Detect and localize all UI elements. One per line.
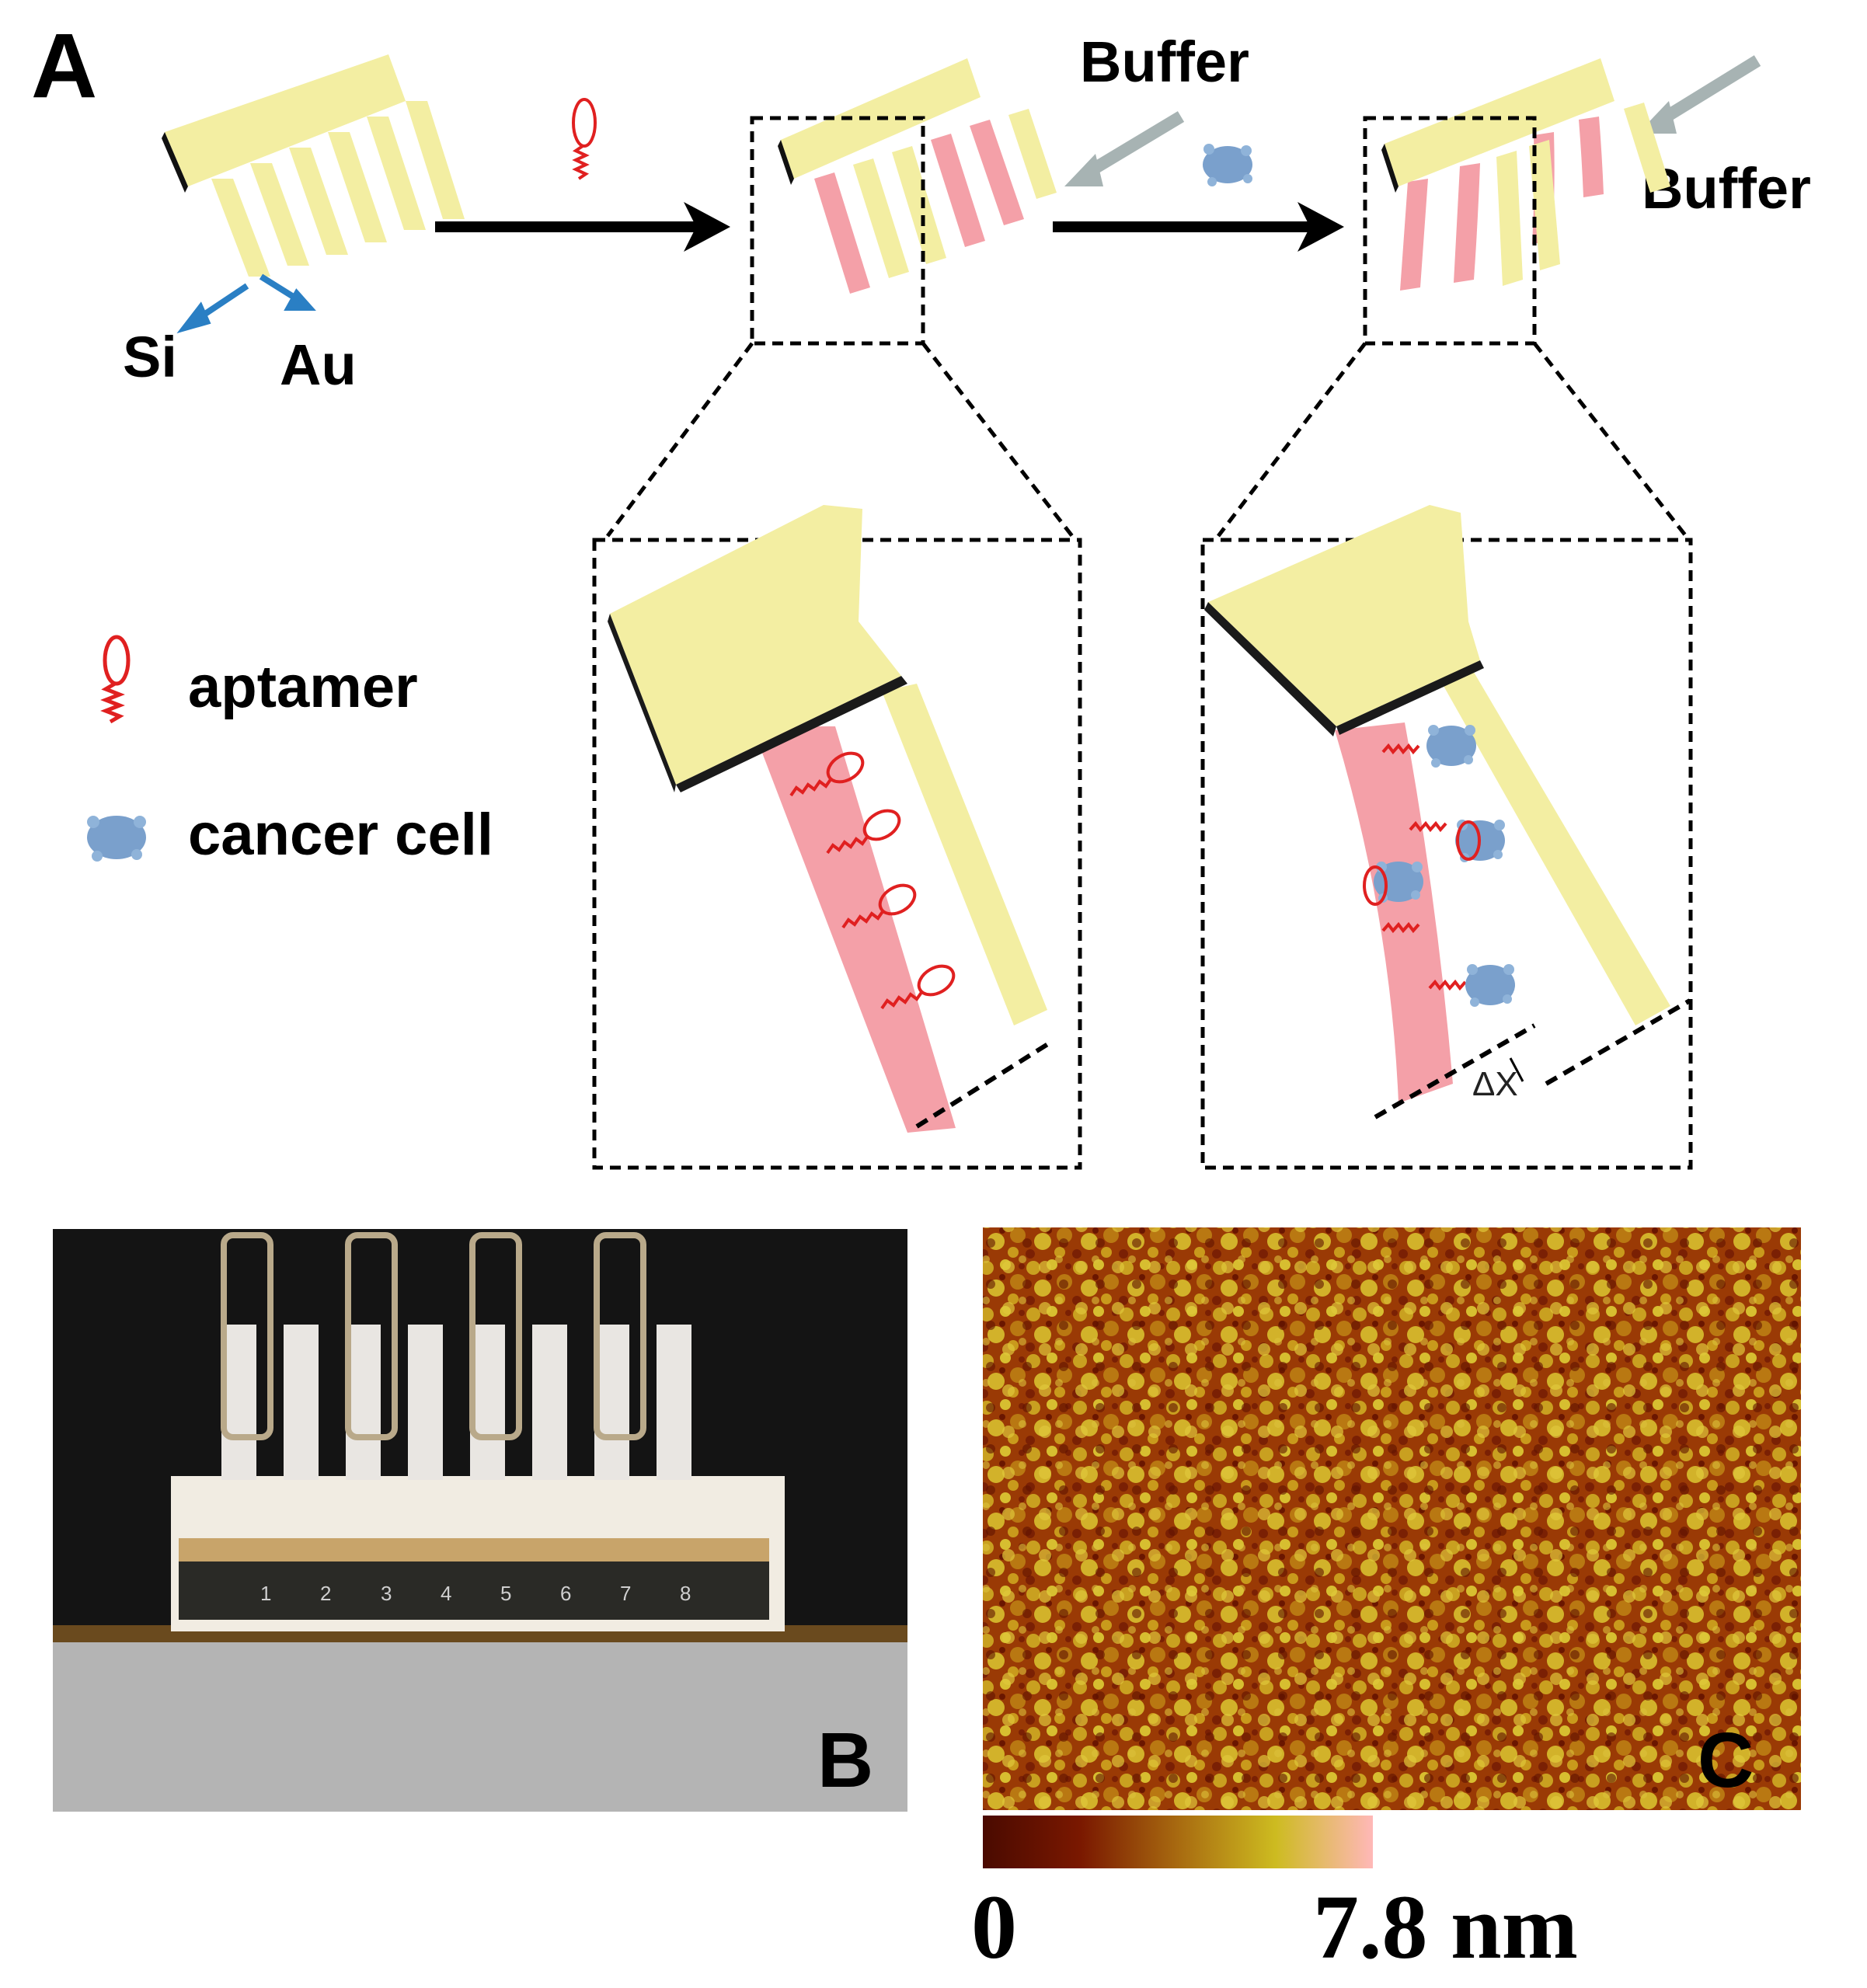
cantilever-base [165,54,406,186]
color-scale-max: 7.8 nm [1313,1876,1578,1978]
color-scale-bar [983,1816,1373,1868]
si-label: Si [123,325,177,389]
chip-number-3: 3 [381,1582,392,1605]
legend-aptamer-icon [100,635,131,724]
chip-number-6: 6 [560,1582,571,1605]
buffer-arrow-left [1064,111,1185,186]
cancer-cell-icon [1203,144,1252,186]
delta-x-label: ΔX [1472,1065,1518,1103]
legend-cancer-cell-label: cancer cell [188,802,493,868]
process-arrow-1 [435,202,730,252]
cantilever-array-bare [162,54,465,277]
legend: aptamer cancer cell [87,635,493,868]
cantilever-fingers [211,101,465,277]
buffer-label-left: Buffer [1080,30,1249,94]
chip-number-2: 2 [320,1582,331,1605]
color-scale-min: 0 [971,1876,1017,1978]
cantilever-array-cells [1381,58,1670,291]
buffer-arrow-right [1638,55,1761,134]
process-arrow-2 [1053,202,1344,252]
chip-number-7: 7 [620,1582,631,1605]
chip-numbers: 1 2 3 4 5 6 7 8 [260,1582,691,1605]
chip-number-4: 4 [441,1582,451,1605]
panel-b-label: B [817,1717,873,1804]
panel-c-label: C [1698,1717,1754,1804]
chip-holders [221,1232,646,1440]
zoom-detail-cells: ΔX [1204,505,1691,1119]
panel-a-label: A [31,15,97,117]
chip-number-1: 1 [260,1582,271,1605]
legend-cancer-cell-icon [87,816,146,862]
chip-number-8: 8 [680,1582,691,1605]
aptamer-icon [572,98,597,180]
legend-aptamer-label: aptamer [188,654,418,720]
afm-image [983,1227,1801,1810]
chip-micrograph: 1 2 3 4 5 6 7 8 [53,1229,907,1812]
au-label: Au [280,332,357,397]
cantilever-array-coated [778,58,1057,294]
chip-number-5: 5 [500,1582,511,1605]
buffer-label-right: Buffer [1642,156,1811,221]
chip-fingers [221,1325,691,1480]
zoom-detail-aptamers [608,505,1054,1133]
material-arrows [176,273,316,334]
